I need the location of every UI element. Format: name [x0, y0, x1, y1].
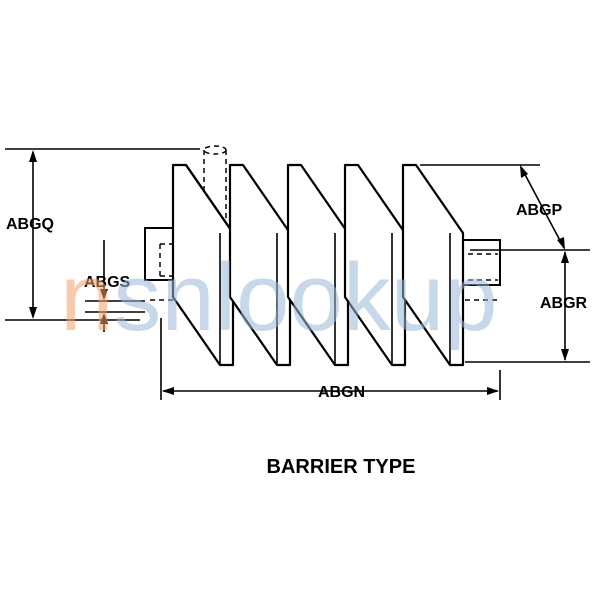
- terminal-block-drawing: [144, 145, 501, 367]
- barrier-plate-5: [401, 163, 465, 367]
- dimension-label-abgn: ABGN: [318, 384, 365, 401]
- dimension-label-abgq: ABGQ: [6, 216, 54, 233]
- barrier-plate-4: [343, 163, 407, 367]
- diagram-title: BARRIER TYPE: [267, 456, 416, 478]
- watermark: nsnlookup: [60, 244, 498, 351]
- svg-text:nsnlookup: nsnlookup: [60, 244, 498, 351]
- watermark-first-letter: n: [60, 244, 113, 351]
- dimension-label-abgr: ABGR: [540, 295, 588, 312]
- watermark-rest: snlookup: [113, 244, 497, 351]
- barrier-plate-3: [286, 163, 350, 367]
- barrier-plate-2: [228, 163, 292, 367]
- dimension-label-abgp: ABGP: [516, 202, 563, 219]
- dimension-label-abgs: ABGS: [84, 274, 131, 291]
- dimension-lines: [5, 148, 590, 400]
- barrier-plates: [171, 163, 465, 367]
